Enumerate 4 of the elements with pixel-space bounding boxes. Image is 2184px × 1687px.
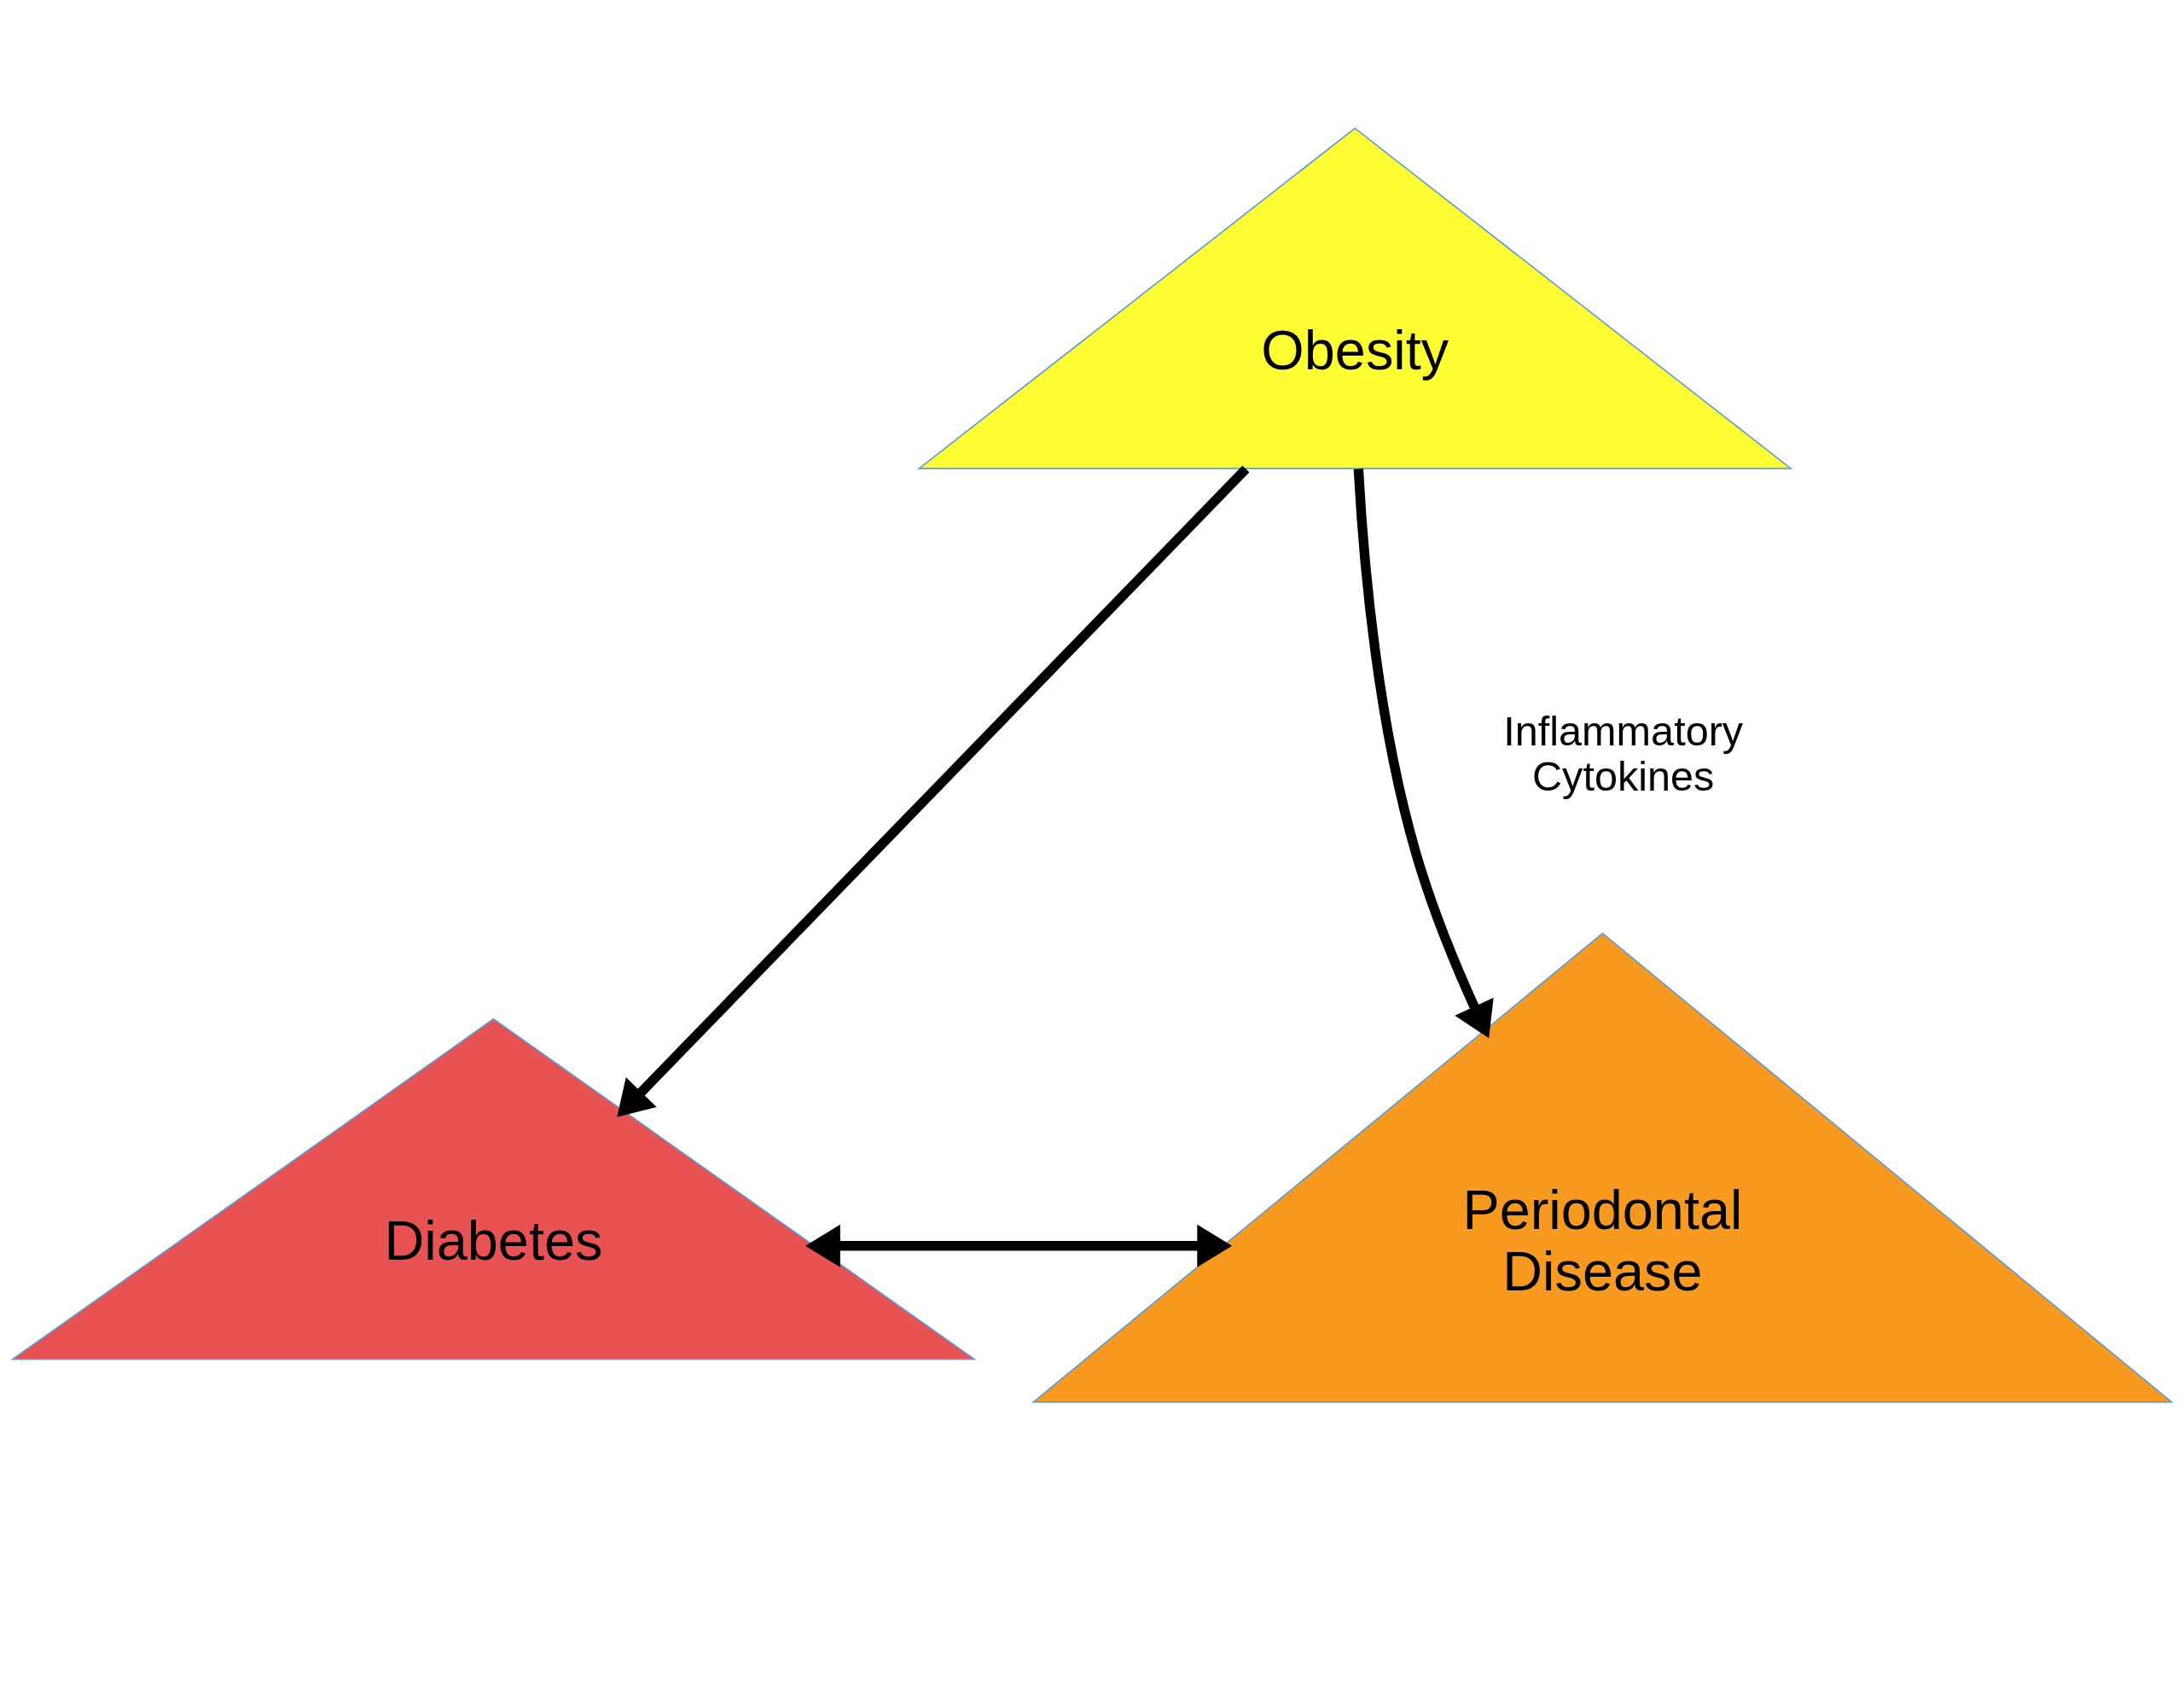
arrow	[805, 1224, 1233, 1267]
label: Inflammatory Cytokines	[1503, 707, 1744, 800]
arrow	[1353, 468, 1494, 1039]
arrow	[617, 465, 1250, 1117]
